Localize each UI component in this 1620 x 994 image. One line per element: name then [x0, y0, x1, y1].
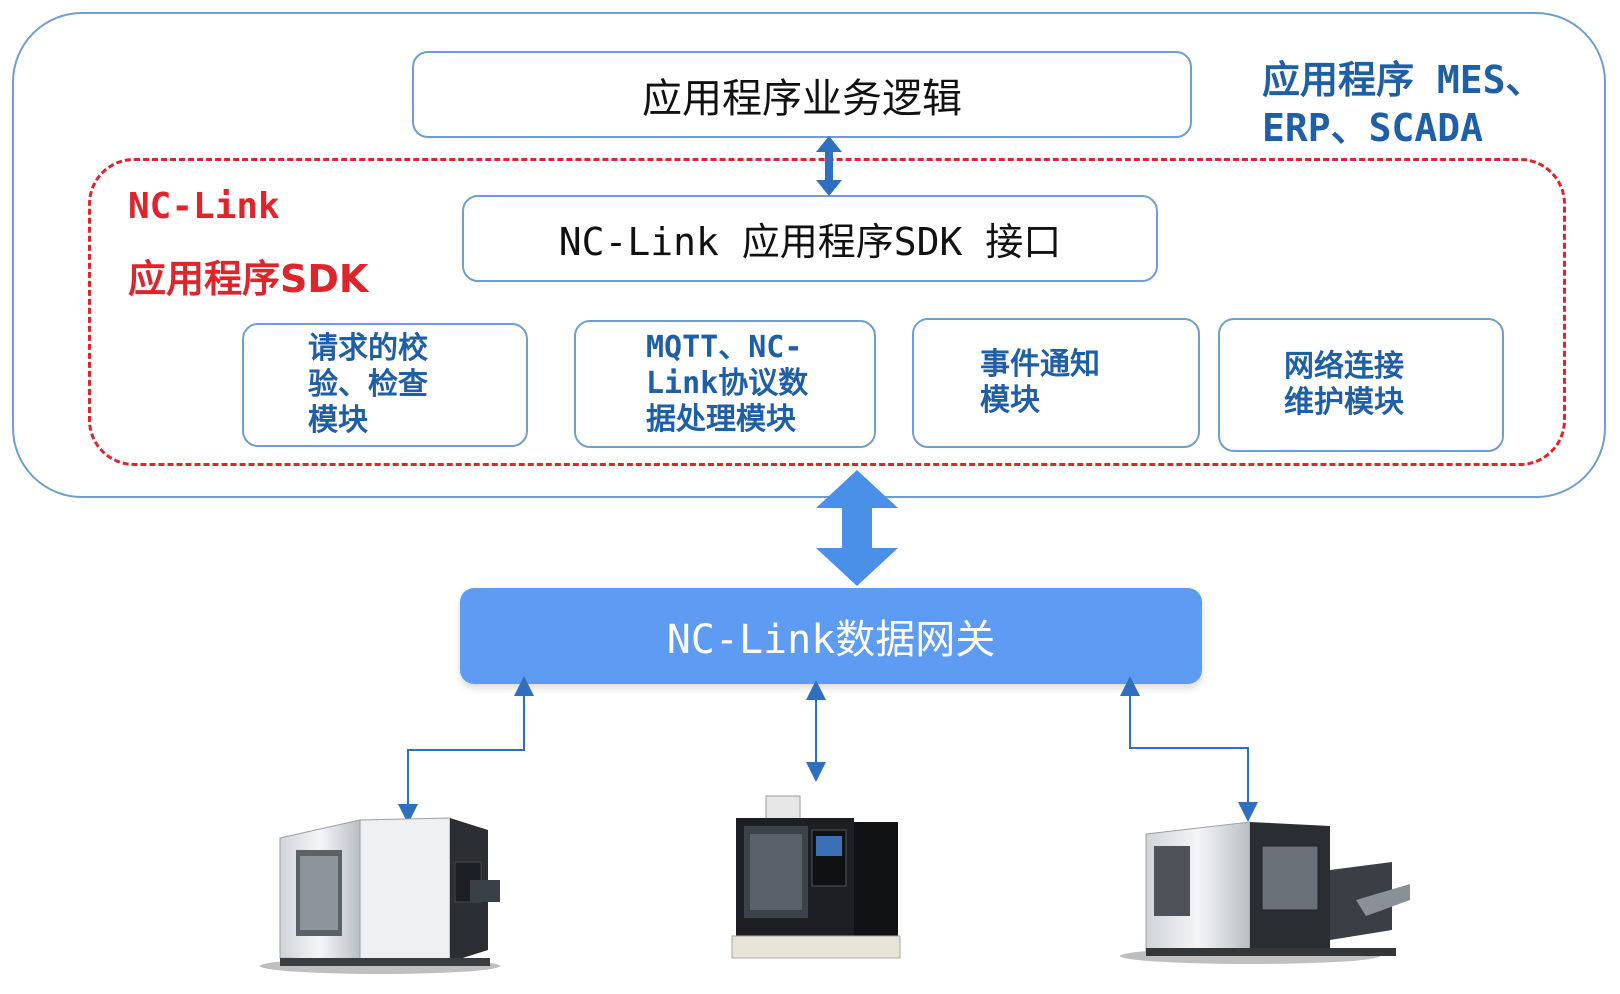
connector-left	[398, 676, 534, 824]
data-gateway-box: NC-Link数据网关	[460, 588, 1202, 684]
module-line: 据处理模块	[646, 402, 796, 437]
module-line: 模块	[980, 383, 1040, 418]
sdk-interface-box: NC-Link 应用程序SDK 接口	[462, 195, 1158, 282]
app-examples-line-2: ERP、SCADA	[1262, 106, 1484, 150]
module-line: 维护模块	[1284, 385, 1404, 420]
double-arrow-large-icon	[816, 470, 898, 586]
machine-tool-center-icon	[731, 795, 901, 959]
module-line: 请求的校	[308, 331, 428, 366]
module-line: MQTT、NC-	[646, 330, 803, 365]
module-line: Link协议数	[646, 366, 809, 401]
double-arrow-small-icon	[816, 136, 842, 196]
module-protocol-processing: MQTT、NC- Link协议数 据处理模块	[574, 320, 876, 448]
module-event-notification: 事件通知 模块	[912, 318, 1200, 448]
machine-tool-left-icon	[260, 817, 500, 974]
application-container	[12, 12, 1606, 498]
app-logic-label: 应用程序业务逻辑	[642, 75, 962, 122]
module-network-maintenance: 网络连接 维护模块	[1218, 318, 1504, 452]
module-line: 模块	[308, 403, 368, 438]
app-examples-line-1: 应用程序 MES、	[1262, 58, 1544, 102]
module-line: 事件通知	[980, 347, 1100, 382]
data-gateway-label: NC-Link数据网关	[666, 617, 996, 663]
module-request-validation: 请求的校 验、检查 模块	[242, 323, 528, 447]
module-line: 网络连接	[1284, 349, 1404, 384]
app-examples-label: 应用程序 MES、 ERP、SCADA	[1262, 56, 1582, 152]
sdk-label-line-1: NC-Link	[128, 186, 280, 227]
module-line: 验、检查	[308, 367, 428, 402]
connector-right	[1120, 676, 1258, 822]
sdk-label-line-2: 应用程序SDK	[128, 257, 369, 301]
app-logic-box: 应用程序业务逻辑	[412, 51, 1192, 138]
sdk-interface-label: NC-Link 应用程序SDK 接口	[558, 220, 1062, 264]
machine-tool-right-icon	[1120, 821, 1410, 964]
